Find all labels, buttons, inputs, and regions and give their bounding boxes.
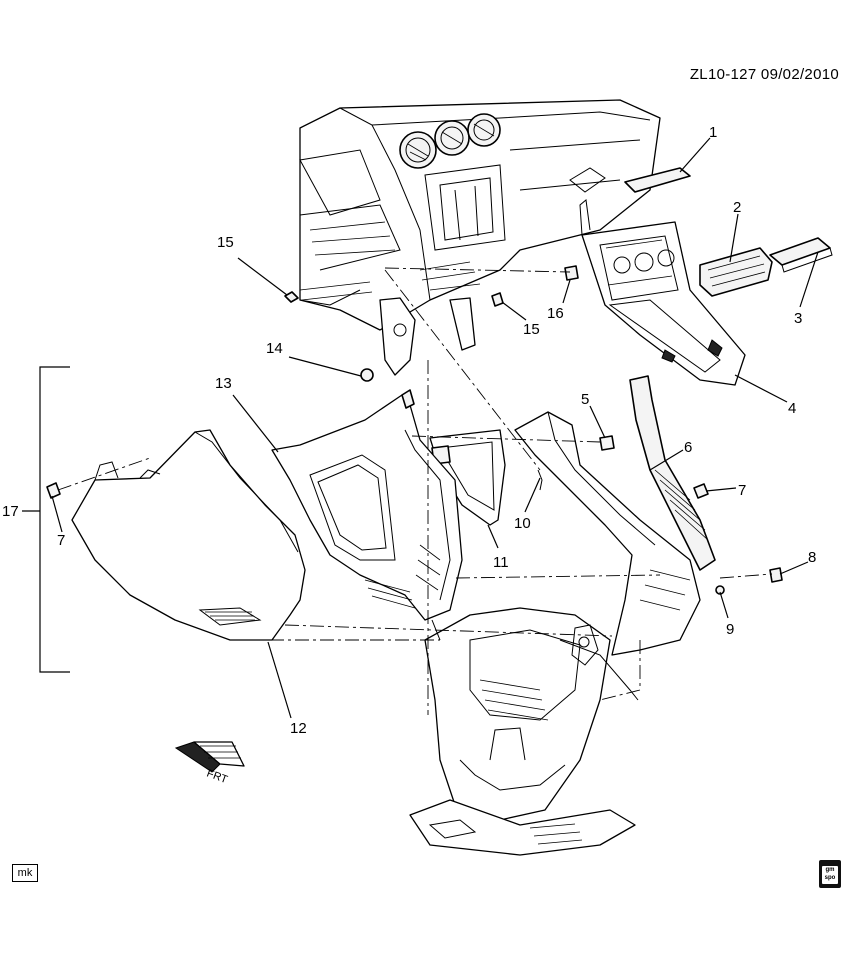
clip-8	[769, 567, 783, 583]
fasteners	[46, 265, 783, 595]
callout-17: 17	[2, 503, 19, 520]
callout-5: 5	[581, 391, 589, 408]
clip-16	[564, 265, 579, 281]
author-badge: mk	[12, 864, 38, 882]
callout-12: 12	[290, 720, 307, 737]
screw-7-right	[693, 483, 709, 499]
callout-7-right: 7	[738, 482, 746, 499]
callout-1: 1	[709, 124, 717, 141]
gm-logo-text: gm spo	[822, 866, 838, 884]
callout-11: 11	[493, 554, 509, 571]
callout-3: 3	[794, 310, 802, 327]
part-12-closeout-panel	[71, 429, 306, 641]
callout-8: 8	[808, 549, 816, 566]
callout-10: 10	[514, 515, 531, 532]
callout-14: 14	[266, 340, 283, 357]
instrument-panel	[299, 99, 661, 376]
callout-7-left: 7	[57, 532, 65, 549]
part-2-switch-module	[699, 247, 773, 297]
callout-6: 6	[684, 439, 692, 456]
fastener-15-left	[284, 291, 299, 303]
part-1-trim-strip	[624, 167, 691, 193]
document-id: ZL10-127 09/02/2010	[689, 66, 839, 83]
wire-10	[537, 469, 543, 491]
screw-7-left	[46, 482, 61, 499]
callout-2: 2	[733, 199, 741, 216]
callout-4: 4	[788, 400, 796, 417]
callout-15-left: 15	[217, 234, 234, 251]
clip-5	[599, 435, 615, 451]
part-6-console-trim	[629, 375, 716, 571]
front-arrow: FRT	[174, 741, 245, 787]
console-base-structure	[409, 607, 639, 856]
callout-9: 9	[726, 621, 734, 638]
group-bracket-17	[22, 366, 70, 673]
console-right-side-panel	[514, 411, 701, 656]
fastener-14	[360, 368, 374, 382]
part-4-console-bezel	[579, 199, 746, 386]
front-arrow-label: FRT	[205, 768, 229, 787]
leader-lines	[51, 137, 819, 719]
part-13-console-side-panel	[271, 389, 463, 621]
part-11-bracket	[429, 429, 506, 526]
callout-13: 13	[215, 375, 232, 392]
alignment-lines	[57, 267, 773, 715]
callout-15-right: 15	[523, 321, 540, 338]
fastener-15-right	[491, 292, 504, 307]
callout-16: 16	[547, 305, 564, 322]
callout-labels: 1 2 3 4 5 6 7 7 8 9 10 11 12 13 14 15 15…	[2, 124, 816, 737]
gm-logo-icon: gm spo	[819, 860, 841, 888]
part-3-tray	[769, 237, 833, 273]
